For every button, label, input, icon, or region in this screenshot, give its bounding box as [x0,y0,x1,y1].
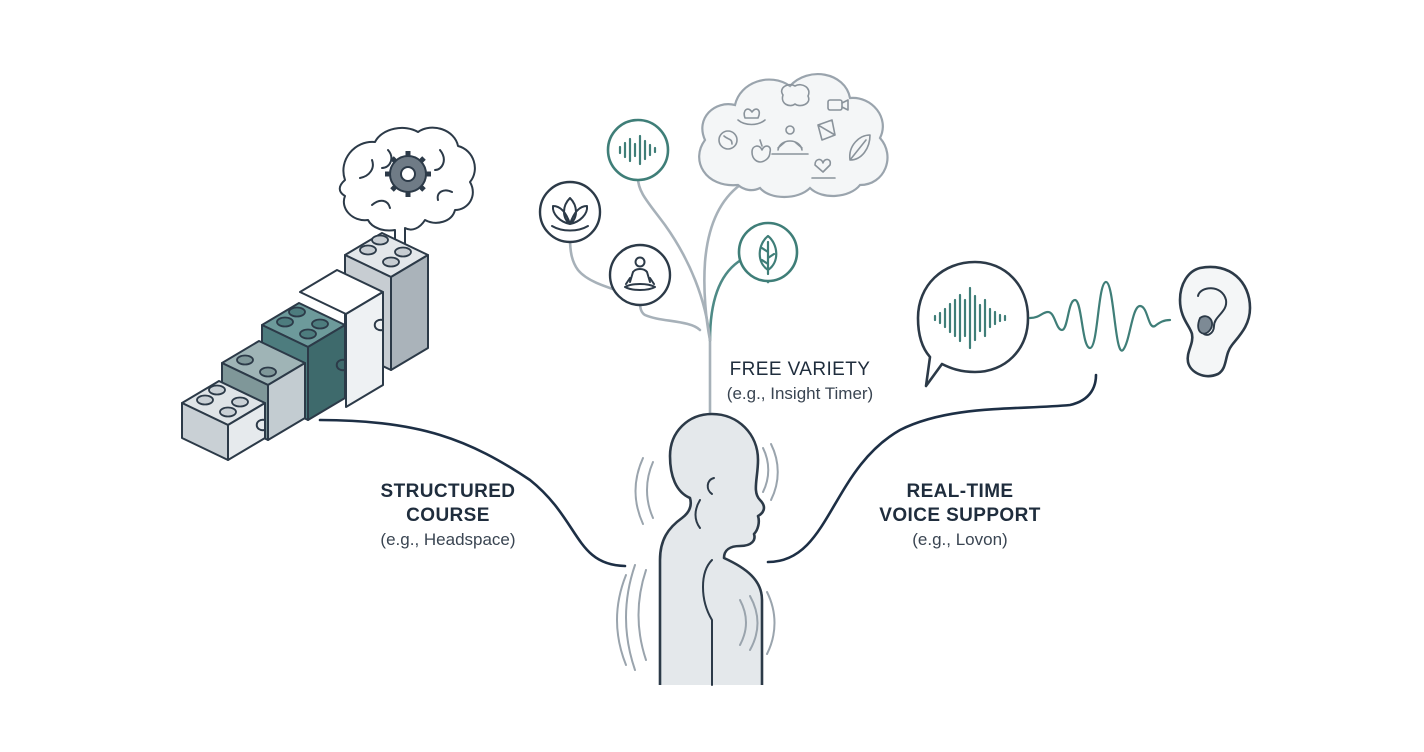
connector-voice [766,373,1098,564]
lotus-icon [538,180,602,244]
idea-cloud-icon [698,73,889,199]
brain-gear-icon [338,126,476,273]
ear-icon [1178,265,1252,378]
structured-course-title-line2: COURSE [406,505,490,526]
speech-bubble-icon [916,260,1172,388]
voice-support-label: REAL-TIME VOICE SUPPORT (e.g., Lovon) [860,480,1060,551]
leaf-icon [737,221,799,283]
connector-structured [318,418,627,568]
free-variety-label: FREE VARIETY (e.g., Insight Timer) [690,358,910,405]
structured-course-example: (e.g., Headspace) [380,530,516,549]
voice-support-example: (e.g., Lovon) [912,530,1008,549]
meditation-icon [608,243,672,307]
voice-support-title-line2: VOICE SUPPORT [879,505,1041,526]
free-variety-example: (e.g., Insight Timer) [726,384,874,403]
voice-support-title-line1: REAL-TIME [906,481,1014,502]
variety-tree-branches [568,176,770,342]
free-variety-title: FREE VARIETY [729,359,871,380]
structured-course-label: STRUCTURED COURSE (e.g., Headspace) [338,480,558,551]
building-blocks-icon [181,232,429,461]
sound-wave-icon [606,118,670,182]
structured-course-title-line1: STRUCTURED [380,481,516,502]
person-icon [658,412,766,686]
vibration-lines [616,443,779,671]
